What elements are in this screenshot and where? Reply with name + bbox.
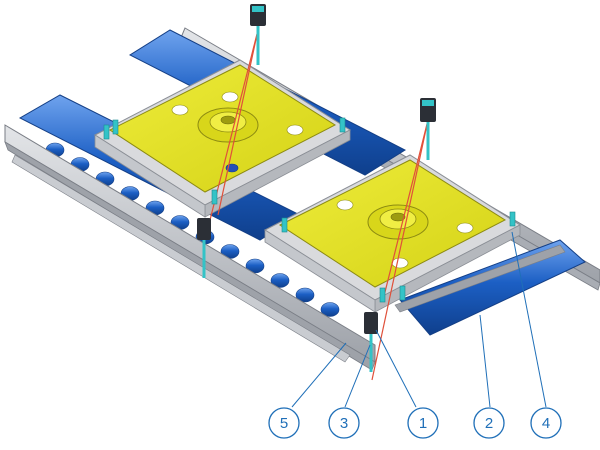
sensor-top-right — [420, 98, 436, 160]
sensor-front-left — [197, 218, 211, 278]
sensor-beams — [209, 29, 429, 381]
callout-5-label: 5 — [280, 415, 288, 432]
callout-leaders — [291, 231, 547, 408]
callout-1: 1 — [407, 407, 439, 439]
front-frame-rail — [4, 124, 376, 371]
roller — [270, 273, 290, 288]
callout-3: 3 — [328, 407, 360, 439]
callout-1-label: 1 — [419, 415, 427, 432]
callout-4-label: 4 — [542, 415, 550, 432]
callout-2: 2 — [473, 407, 505, 439]
callout-5: 5 — [268, 407, 300, 439]
callout-3-label: 3 — [340, 415, 348, 432]
front-conveyor-lane — [394, 239, 586, 336]
pallet-2 — [263, 154, 522, 313]
locating-pins — [103, 117, 516, 303]
callout-4: 4 — [530, 407, 562, 439]
callout-2-label: 2 — [485, 415, 493, 432]
sensor-front-right — [364, 312, 378, 372]
roller — [320, 302, 340, 317]
pallet-1 — [93, 59, 352, 218]
roller — [245, 258, 265, 274]
roller — [295, 287, 315, 303]
sensor-top-left — [250, 4, 266, 65]
